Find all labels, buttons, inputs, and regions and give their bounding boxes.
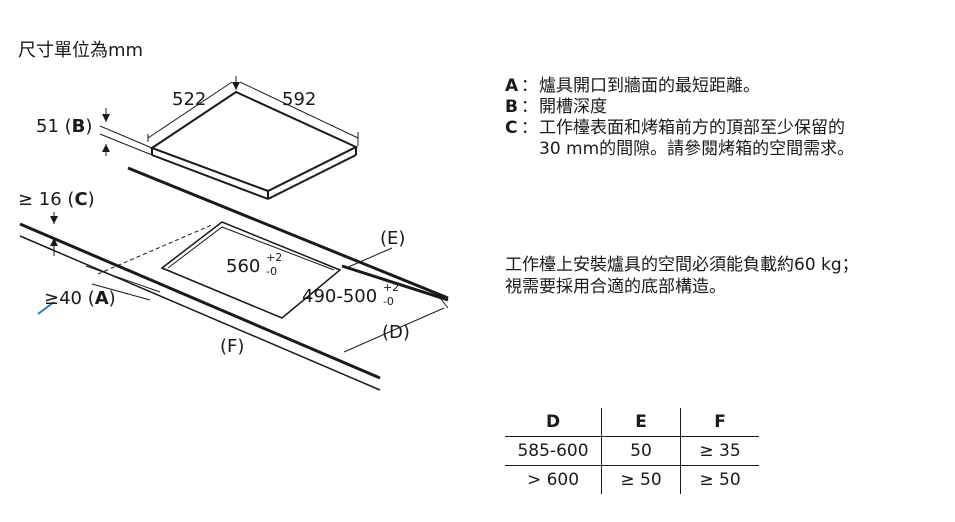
cutout-560-tolerance: +2 -0: [266, 252, 282, 278]
cutout-490-tol-minus: -0: [382, 295, 394, 308]
label-e: (E): [380, 228, 406, 249]
dim-16-c-label: ≥ 16 (C): [18, 191, 95, 209]
legend-item-c: C：工作檯表面和烤箱前方的頂部至少保留的: [505, 118, 845, 138]
worktop-cutout: [160, 221, 342, 319]
dim-40-number: ≥40 (: [44, 288, 95, 309]
worktop-front-edge-upper: [127, 166, 449, 300]
cutout-490-tol-plus: +2: [382, 281, 400, 294]
cutout-490-tolerance: +2 -0: [382, 282, 399, 308]
load-note: 工作檯上安裝爐具的空間必須能負載約60 kg； 視需要採用合適的底部構造。: [505, 254, 859, 298]
table-cell: 585-600: [505, 436, 602, 466]
dim-592-label: 592: [282, 89, 317, 110]
table-row: > 600 ≥ 50 ≥ 50: [505, 465, 759, 494]
dim-16-close: ): [87, 189, 95, 210]
hob-installation-drawing: [19, 76, 449, 391]
dim-522-label: 522: [172, 89, 207, 110]
dim-16-key: C: [74, 189, 88, 210]
legend-item-b: B：開槽深度: [505, 97, 607, 117]
label-d: (D): [382, 322, 410, 343]
wall-line: [341, 264, 449, 302]
legend-text-c: 工作檯表面和烤箱前方的頂部至少保留的: [539, 118, 845, 138]
table-cell: > 600: [505, 465, 602, 494]
dim-40-a-label: ≥40 (A): [44, 290, 116, 308]
legend-text-c-continued: 30 mm的間隙。請參閱烤箱的空間需求。: [539, 139, 855, 159]
load-note-line-2: 視需要採用合適的底部構造。: [505, 277, 726, 297]
table-cell: ≥ 35: [680, 436, 759, 466]
table-row: 585-600 50 ≥ 35: [505, 436, 759, 466]
cutout-560-value: 560: [226, 256, 261, 277]
table-header-f: F: [680, 408, 759, 437]
legend-text-a: 爐具開口到牆面的最短距離。: [539, 76, 760, 96]
dim-40-key: A: [94, 288, 109, 309]
table-header-row: D E F: [505, 408, 759, 437]
dim-51-close: ): [85, 116, 93, 137]
cutout-560-label: 560 +2 -0: [226, 252, 282, 278]
unit-title: 尺寸單位為mm: [18, 40, 144, 61]
legend-key-c: C: [505, 118, 518, 138]
accent-mark: [37, 301, 55, 315]
dim-51-key: B: [71, 116, 86, 137]
cutout-490-value: 490-500: [302, 286, 378, 307]
worktop-bottom-edge: [19, 235, 381, 391]
label-f: (F): [220, 336, 245, 357]
dim-40-close: ): [108, 288, 116, 309]
table-cell: 50: [601, 436, 681, 466]
legend: A：爐具開口到牆面的最短距離。 B：開槽深度 C：工作檯表面和烤箱前方的頂部至少…: [505, 76, 854, 160]
dim-51-number: 51 (: [36, 116, 72, 137]
cutout-560-tol-plus: +2: [266, 251, 283, 264]
legend-key-b: B: [505, 97, 518, 117]
legend-key-a: A: [505, 76, 519, 96]
dim-51-b-label: 51 (B): [36, 118, 92, 136]
worktop-top-edge: [19, 222, 381, 380]
legend-text-b: 開槽深度: [539, 97, 607, 117]
legend-item-a: A：爐具開口到牆面的最短距離。: [505, 76, 760, 96]
table-header-e: E: [601, 408, 681, 437]
table-cell: ≥ 50: [601, 465, 681, 494]
table-header-d: D: [545, 412, 561, 432]
cutout-490-label: 490-500 +2 -0: [302, 282, 399, 308]
table-cell: ≥ 50: [680, 465, 759, 494]
cutout-560-tol-minus: -0: [266, 265, 278, 278]
dim-16-number: ≥ 16 (: [18, 189, 75, 210]
load-note-line-1: 工作檯上安裝爐具的空間必須能負載約60 kg；: [505, 255, 859, 275]
clearance-table: D E F 585-600 50 ≥ 35 > 600 ≥ 50 ≥ 50: [505, 408, 759, 494]
